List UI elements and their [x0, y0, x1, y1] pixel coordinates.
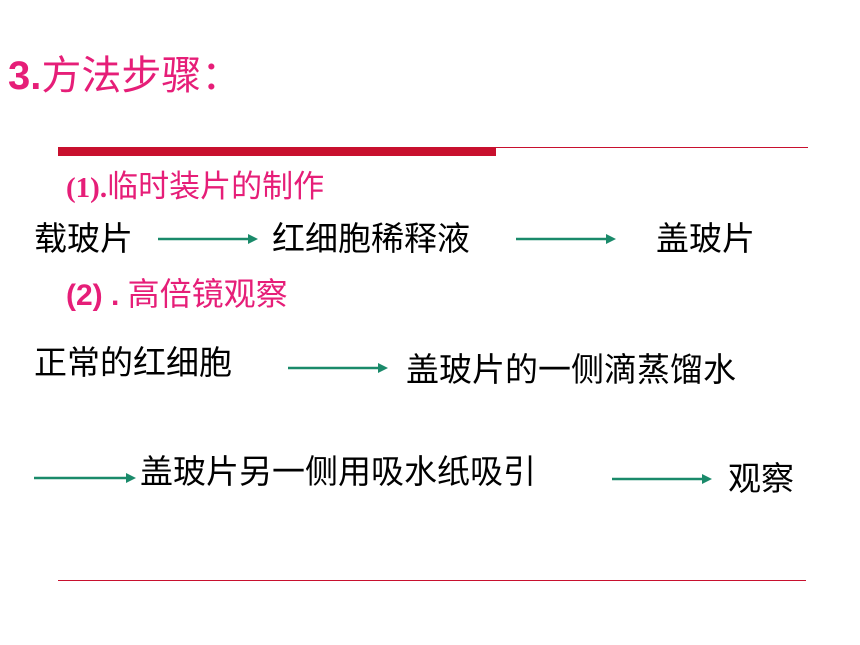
step-add-water: 盖玻片的一侧滴蒸馏水 [406, 350, 736, 389]
section1-text: 临时装片的制作 [107, 169, 325, 205]
step-slide: 载玻片 [34, 219, 133, 258]
arrow-icon [516, 234, 616, 244]
step-absorb-paper: 盖玻片另一侧用吸水纸吸引 [140, 452, 536, 491]
step-normal-rbc: 正常的红细胞 [34, 343, 232, 382]
title-underline-thick [58, 147, 496, 156]
section1-number: (1). [66, 172, 108, 204]
section2-heading: (2) . 高倍镜观察 [66, 278, 288, 311]
arrow-icon [34, 473, 136, 483]
title-number: 3. [8, 54, 42, 98]
arrow-icon [158, 234, 258, 244]
title-text: 方法步骤： [41, 53, 242, 99]
arrow-icon [288, 363, 388, 373]
step-observe: 观察 [728, 459, 794, 498]
section2-text: 高倍镜观察 [127, 275, 288, 313]
step-coverslip: 盖玻片 [656, 219, 755, 258]
bottom-divider [58, 580, 806, 581]
section2-number: (2) . [66, 279, 128, 312]
step-rbc-dilution: 红细胞稀释液 [272, 219, 470, 258]
title-underline-thin [496, 147, 808, 148]
section1-heading: (1).临时装片的制作 [66, 172, 324, 203]
slide-title: 3.方法步骤： [8, 56, 241, 96]
arrow-icon [612, 474, 712, 484]
